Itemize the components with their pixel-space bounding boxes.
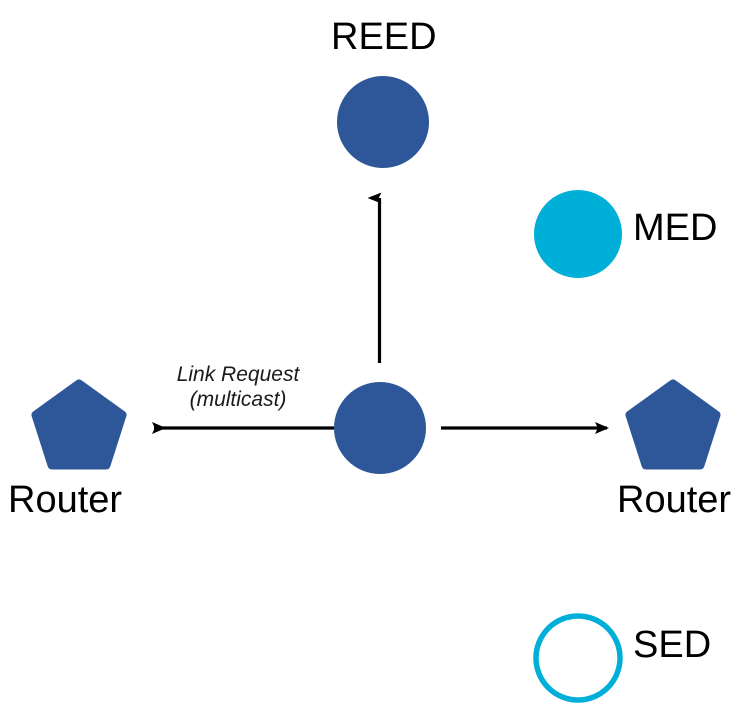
node-router-left-shape[interactable]: [31, 379, 127, 470]
node-label-router-right: Router: [617, 479, 732, 521]
node-label-sed: SED: [633, 624, 712, 666]
edge-label-line-1: Link Request: [176, 363, 300, 386]
node-label-reed: REED: [331, 16, 437, 58]
edge-label-line-2: (multicast): [189, 388, 287, 411]
node-sed-shape[interactable]: [533, 613, 623, 703]
node-reed-shape[interactable]: [337, 76, 429, 168]
node-center-shape[interactable]: [334, 382, 426, 474]
edge-label-link-request: Link Request (multicast): [148, 362, 328, 412]
node-router-right-shape[interactable]: [625, 379, 721, 470]
node-label-med: MED: [633, 207, 718, 249]
node-label-router-left: Router: [8, 479, 123, 521]
node-med-shape[interactable]: [534, 190, 622, 278]
